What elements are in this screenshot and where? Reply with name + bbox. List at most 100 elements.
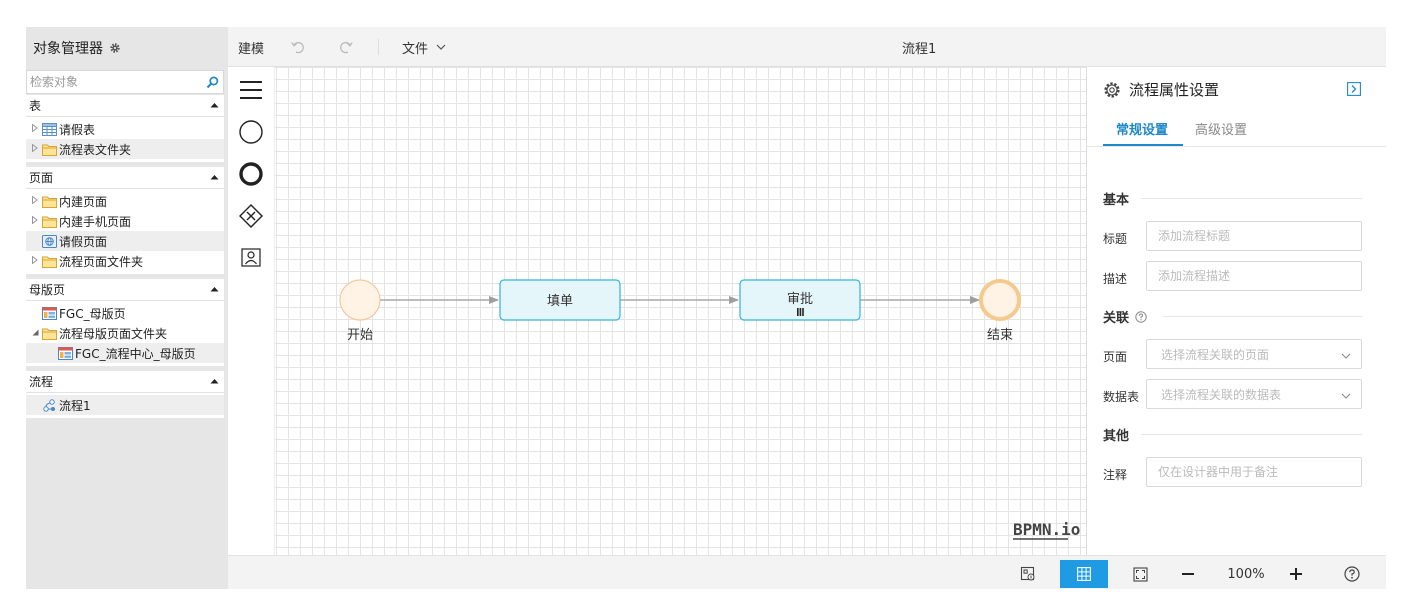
user-task-tool-icon[interactable] <box>238 245 264 271</box>
page-icon <box>42 234 57 248</box>
section-gap <box>26 162 224 167</box>
expand-arrow-icon[interactable] <box>32 143 42 154</box>
group-relation-label: 关联 <box>1103 311 1130 326</box>
section-header[interactable]: 表 <box>26 95 224 117</box>
expand-arrow-icon[interactable] <box>32 255 42 266</box>
table-select[interactable]: 选择流程关联的数据表 <box>1146 379 1362 409</box>
description-input[interactable] <box>1146 261 1362 291</box>
properties-title: 流程属性设置 <box>1129 81 1220 99</box>
tree-item[interactable]: 内建手机页面 <box>26 211 224 231</box>
section-gap <box>26 274 224 279</box>
tree-item-label: 流程母版页面文件夹 <box>59 326 168 341</box>
group-divider <box>1163 316 1362 317</box>
help-icon[interactable] <box>1338 560 1366 588</box>
tabs-divider <box>1087 146 1386 147</box>
section-label: 母版页 <box>29 283 66 297</box>
bpmn-canvas[interactable]: 开始 填单 审批 结束 BPMN.io <box>228 67 1087 555</box>
page-select[interactable]: 选择流程关联的页面 <box>1146 339 1362 369</box>
tree-item[interactable]: 请假页面 <box>26 231 224 251</box>
tree-item[interactable]: 内建页面 <box>26 191 224 211</box>
tree-item[interactable]: FGC_母版页 <box>26 303 224 323</box>
section-header[interactable]: 流程 <box>26 371 224 393</box>
grid-icon <box>1077 567 1091 581</box>
panel-title: 对象管理器 <box>33 41 103 57</box>
tree-item-label: 内建页面 <box>59 194 108 209</box>
grid-toggle-button[interactable] <box>1060 560 1108 588</box>
tree-item-label: 流程页面文件夹 <box>59 254 144 269</box>
file-menu[interactable]: 文件 <box>402 27 446 67</box>
bpmn-io-watermark[interactable]: BPMN.io <box>1013 520 1080 539</box>
tree-item[interactable]: 流程表文件夹 <box>26 139 224 159</box>
undo-icon[interactable] <box>290 27 306 67</box>
chevron-down-icon <box>1341 349 1351 363</box>
start-event-tool-icon[interactable] <box>238 119 264 145</box>
tree-item-label: 流程表文件夹 <box>59 142 132 157</box>
chevron-up-icon[interactable] <box>210 101 219 111</box>
start-event[interactable] <box>339 279 381 321</box>
expand-arrow-icon[interactable] <box>32 123 42 134</box>
chevron-up-icon[interactable] <box>210 285 219 295</box>
section-label: 流程 <box>29 375 54 389</box>
gateway-tool-icon[interactable] <box>238 203 264 229</box>
search-icon[interactable] <box>206 76 219 92</box>
end-event[interactable] <box>979 279 1021 321</box>
tree-item[interactable]: 请假表 <box>26 119 224 139</box>
table-select-placeholder: 选择流程关联的数据表 <box>1161 387 1282 402</box>
top-toolbar: 建模 文件 流程1 <box>228 27 1386 67</box>
tree-item[interactable]: 流程1 <box>26 395 224 415</box>
section-header[interactable]: 母版页 <box>26 279 224 301</box>
collapse-panel-icon[interactable] <box>1347 82 1361 96</box>
task-fill-form[interactable] <box>499 279 621 321</box>
table-icon <box>42 122 57 136</box>
master-page-icon <box>42 306 57 320</box>
table-field-label: 数据表 <box>1103 390 1140 404</box>
object-manager-header: 对象管理器 <box>26 27 228 69</box>
end-event-label: 结束 <box>987 328 1013 343</box>
search-input[interactable] <box>27 74 202 90</box>
expand-arrow-icon[interactable] <box>32 215 42 226</box>
gear-icon[interactable] <box>109 42 121 54</box>
tree-item[interactable]: 流程页面文件夹 <box>26 251 224 271</box>
help-icon[interactable] <box>1135 310 1147 323</box>
section-items: 流程1 <box>26 393 224 418</box>
title-input[interactable] <box>1146 221 1362 251</box>
hand-tool-icon[interactable] <box>238 77 264 103</box>
section-header[interactable]: 页面 <box>26 167 224 189</box>
tree-item-label: 请假页面 <box>59 234 108 249</box>
bpmn-palette <box>228 67 275 555</box>
zoom-level: 100% <box>1227 566 1265 582</box>
model-menu[interactable]: 建模 <box>238 41 265 57</box>
object-manager-panel: 对象管理器 表请假表流程表文件夹页面内建页面内建手机页面请假页面流程页面文件夹母… <box>26 27 228 589</box>
expand-arrow-icon[interactable] <box>32 195 42 206</box>
tab-general-settings[interactable]: 常规设置 <box>1116 123 1169 138</box>
object-search <box>26 70 224 94</box>
folder-icon <box>42 215 57 228</box>
page-field-label: 页面 <box>1103 350 1128 364</box>
fit-view-icon[interactable] <box>1126 560 1154 588</box>
section-label: 表 <box>29 99 42 113</box>
chevron-down-icon <box>1341 389 1351 403</box>
tree-item[interactable]: 流程母版页面文件夹 <box>26 323 224 343</box>
tab-advanced-settings[interactable]: 高级设置 <box>1195 123 1248 138</box>
tree-item[interactable]: FGC_流程中心_母版页 <box>26 343 224 363</box>
note-input[interactable] <box>1146 457 1362 487</box>
end-event-tool-icon[interactable] <box>238 161 264 187</box>
group-divider <box>1141 434 1362 435</box>
object-tree: 表请假表流程表文件夹页面内建页面内建手机页面请假页面流程页面文件夹母版页 FGC_… <box>26 95 224 418</box>
chevron-up-icon[interactable] <box>210 377 219 387</box>
parallel-multi-instance-icon <box>797 308 804 316</box>
start-event-label: 开始 <box>347 328 373 343</box>
group-divider <box>1141 198 1362 199</box>
collapse-arrow-icon[interactable] <box>32 329 42 338</box>
file-menu-label: 文件 <box>402 41 429 57</box>
redo-icon[interactable] <box>338 27 354 67</box>
minimap-toggle-icon[interactable] <box>1014 560 1042 588</box>
zoom-out-icon[interactable] <box>1174 560 1202 588</box>
zoom-in-icon[interactable] <box>1282 560 1310 588</box>
section-items: 内建页面内建手机页面请假页面流程页面文件夹 <box>26 189 224 274</box>
chevron-up-icon[interactable] <box>210 173 219 183</box>
task-approve[interactable] <box>739 279 861 321</box>
group-other-heading: 其他 <box>1103 429 1130 444</box>
group-basic-heading: 基本 <box>1103 193 1130 208</box>
group-relation-heading: 关联 <box>1103 307 1147 326</box>
